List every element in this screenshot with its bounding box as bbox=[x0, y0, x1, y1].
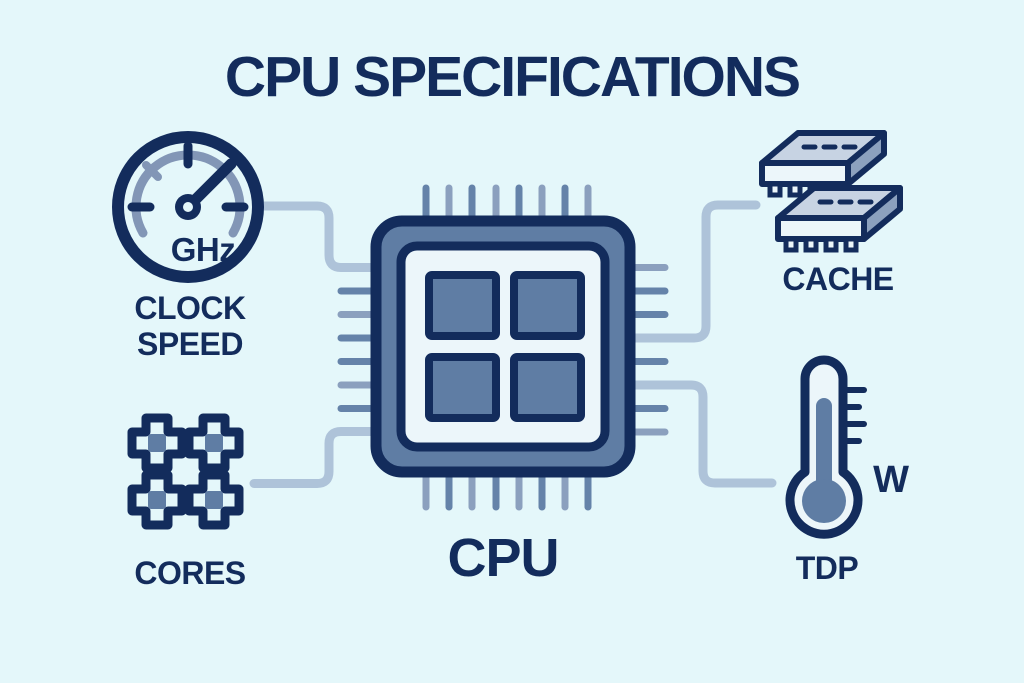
tdp-unit-label: W bbox=[873, 459, 909, 501]
gauge-needle bbox=[185, 158, 237, 210]
memory-chip-lower bbox=[775, 185, 903, 253]
cpu-chip-icon bbox=[337, 184, 669, 511]
thermometer-mercury-column bbox=[816, 398, 832, 493]
connector-clock-speed bbox=[257, 201, 383, 272]
cpu-pins-bottom bbox=[422, 468, 592, 511]
thermometer-icon bbox=[785, 355, 867, 539]
thermometer-ticks bbox=[843, 387, 867, 444]
cache-label: CACHE bbox=[782, 261, 894, 297]
gauge-unit-label: GHz bbox=[170, 231, 236, 268]
cores-grid-icon bbox=[127, 413, 244, 530]
cpu-core-squares bbox=[425, 271, 585, 422]
gauge-icon bbox=[112, 131, 264, 283]
memory-chips-icon bbox=[759, 130, 903, 253]
cores-label: CORES bbox=[134, 555, 246, 591]
page-title: CPU SPECIFICATIONS bbox=[224, 45, 801, 109]
clock-speed-label: CLOCK SPEED bbox=[134, 290, 246, 362]
tdp-label: TDP bbox=[795, 550, 859, 586]
cpu-label: CPU bbox=[447, 528, 559, 588]
thermometer-mercury-bulb bbox=[802, 479, 846, 523]
connector-tdp bbox=[623, 380, 777, 488]
connector-cores bbox=[249, 427, 383, 488]
connector-cache bbox=[623, 200, 761, 343]
